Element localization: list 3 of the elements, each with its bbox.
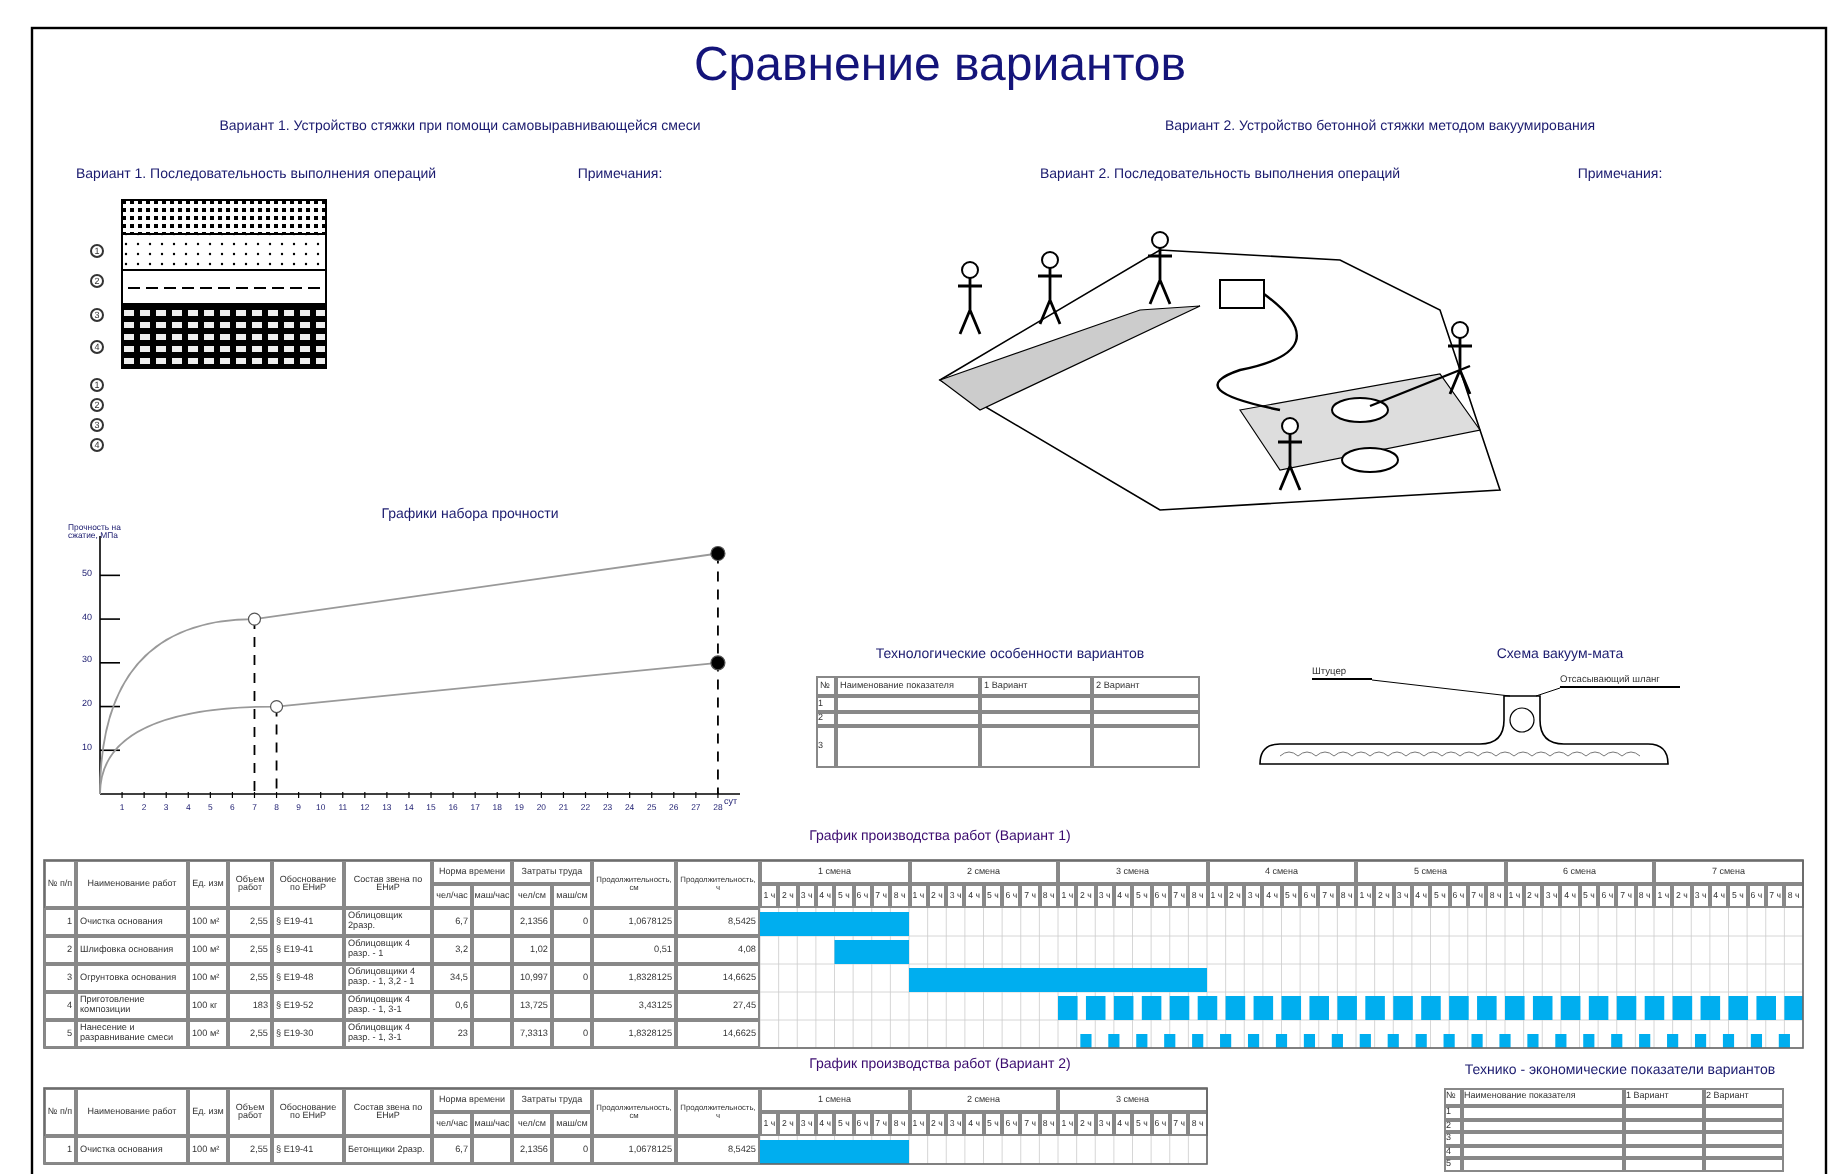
leader-line <box>1371 679 1511 697</box>
leader-line <box>1535 687 1561 697</box>
page-title: Сравнение вариантов <box>691 40 1189 91</box>
